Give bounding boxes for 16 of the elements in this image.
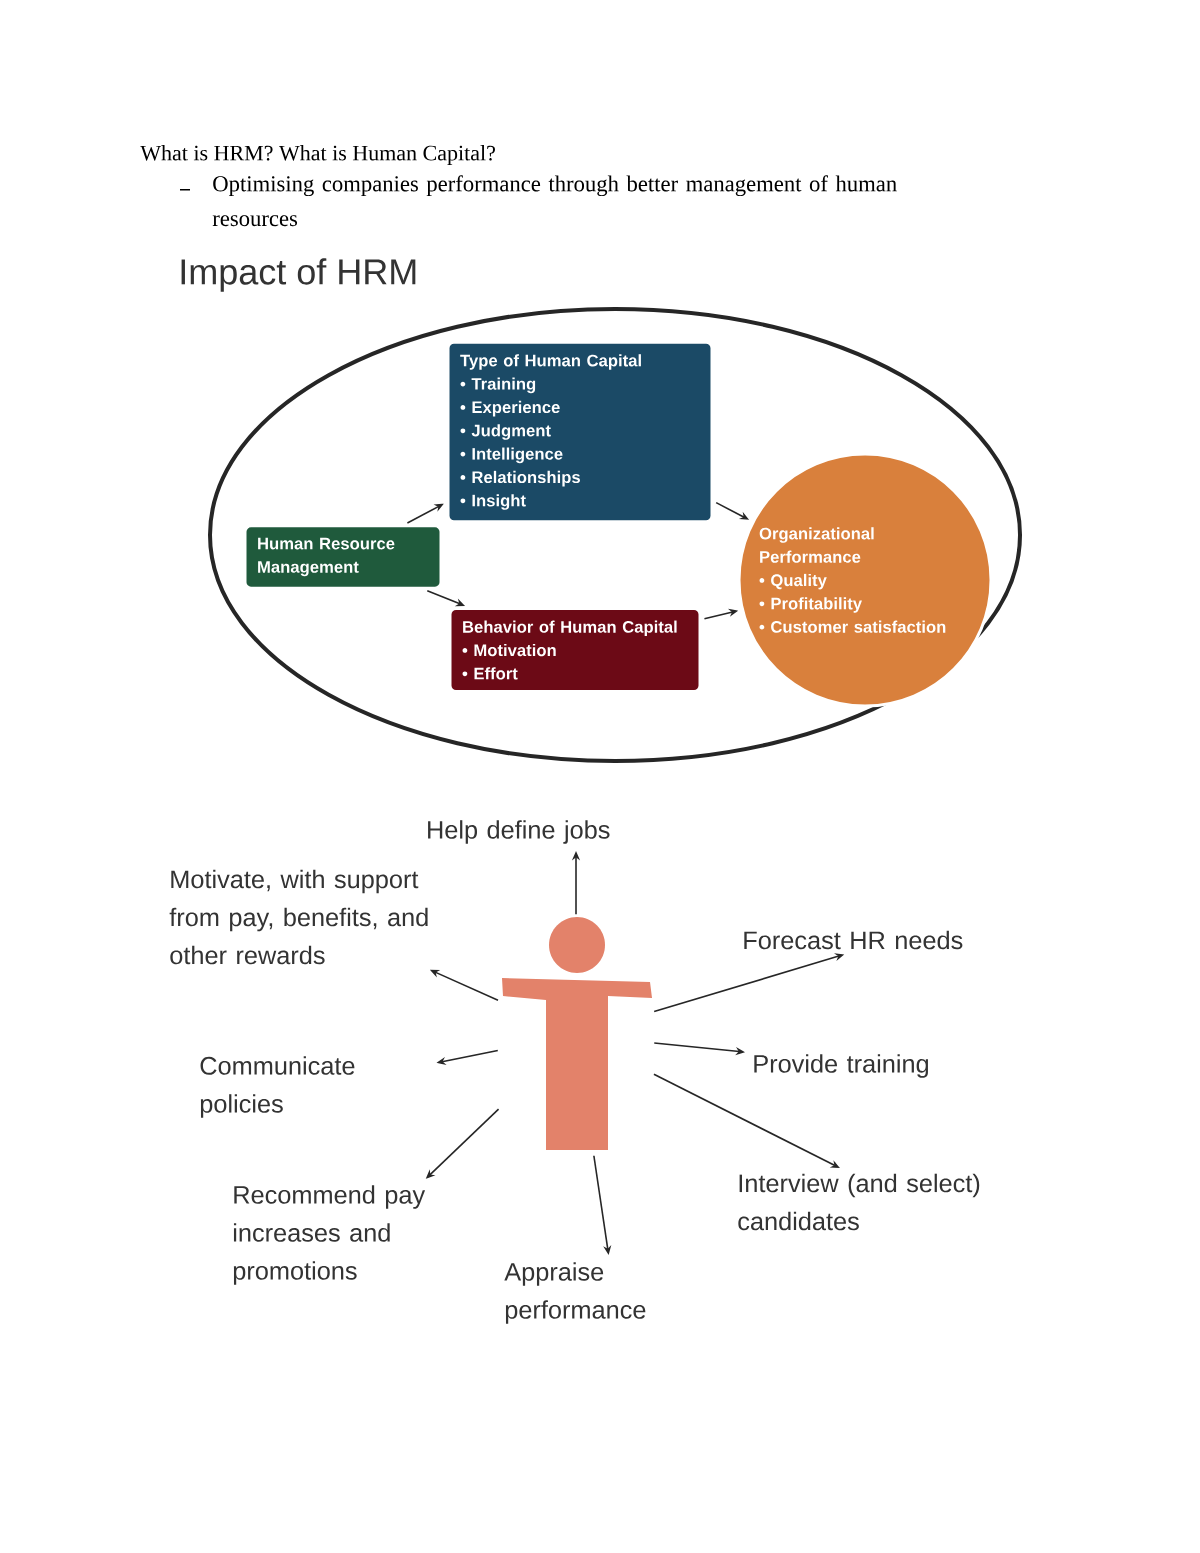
capital-type-box: Type of Human Capital • Training • Experience • Judgment • Intelligence • Relationships • Insight [446,340,714,524]
task-label: Communicate policies [200,1056,355,1118]
task-label: Motivate, with support from pay, benefits, and other rewards [169,869,428,965]
task-label: Help define jobs [428,820,610,844]
task-label: Forecast HR needs [744,930,963,950]
task-label: Interview (and select) candidates [738,1173,980,1231]
person-drawing [502,917,652,1150]
task-label: Provide training [754,1054,928,1078]
ellipse-outline [208,307,1022,763]
diagram-title: Impact of HRM [181,258,416,292]
task-label: Recommend pay increases and promotions [233,1185,426,1285]
bullet-text: Optimising companies performance through better management of human resources [212,175,897,227]
task-label: Appraise performance [504,1262,646,1324]
heading-text: What is HRM? What is Human Capital? [140,145,495,165]
behavior-box: Behavior of Human Capital • Motivation • Effort [448,607,702,693]
management-box: Human Resource Management [243,524,443,590]
